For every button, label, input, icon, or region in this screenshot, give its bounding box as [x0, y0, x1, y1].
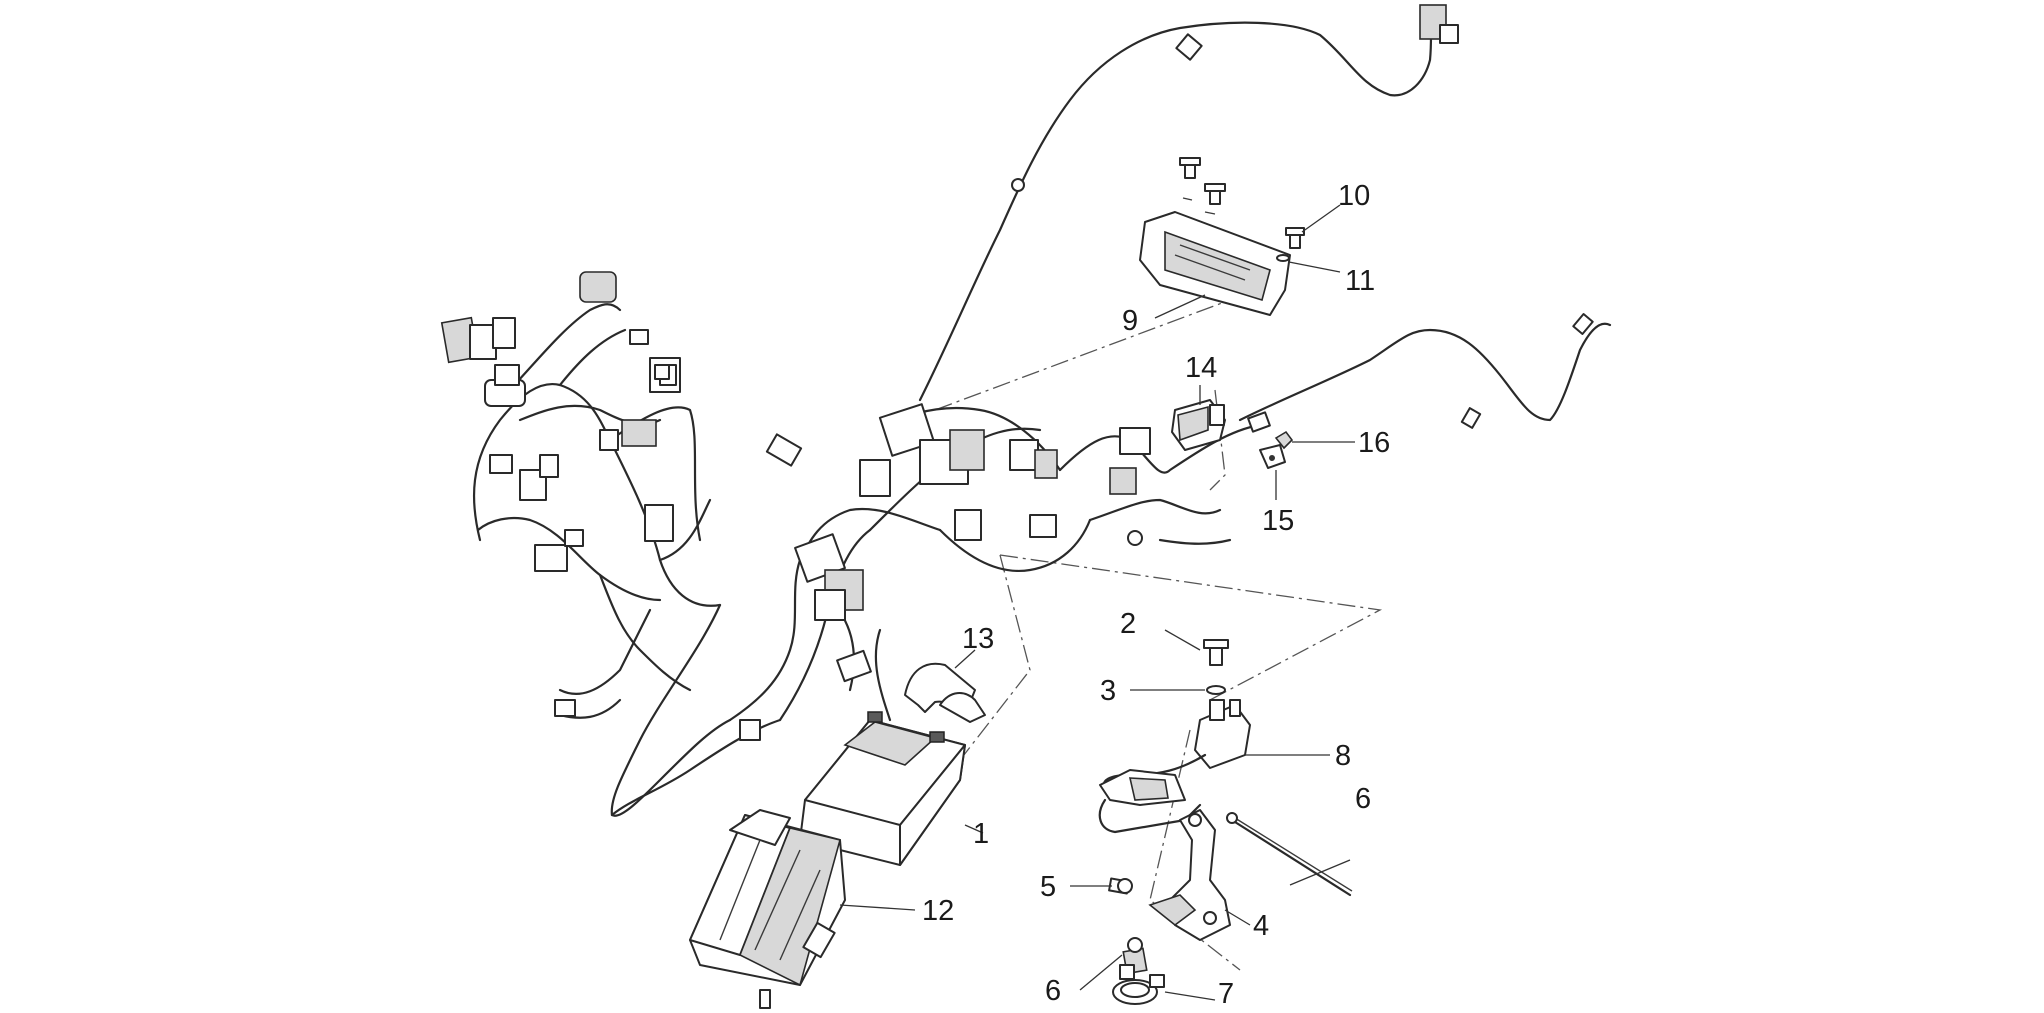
part-15-clip	[1259, 444, 1286, 469]
bolts-part-9	[1179, 157, 1305, 262]
part-8-sensor	[1098, 699, 1251, 834]
callout-9: 9	[1122, 305, 1138, 337]
part-13-clip	[904, 662, 986, 723]
part-16-nut	[1274, 430, 1294, 450]
phantom-lines	[934, 299, 1383, 971]
callout-6-clamp-bolt: 6	[1045, 975, 1061, 1007]
part-6-clamp-bolt	[1119, 937, 1148, 980]
callout-7: 7	[1218, 978, 1234, 1010]
part-4-bracket	[1148, 809, 1231, 941]
callout-14: 14	[1185, 352, 1217, 384]
callout-16: 16	[1358, 427, 1390, 459]
part-9-control-unit	[1139, 211, 1291, 316]
part-5-bolt	[1108, 877, 1133, 895]
part-7-clamp	[1112, 974, 1165, 1005]
callout-2: 2	[1120, 608, 1136, 640]
callout-3: 3	[1100, 675, 1116, 707]
leader-lines	[839, 204, 1355, 1001]
callout-1: 1	[973, 818, 989, 850]
callout-8: 8	[1335, 740, 1351, 772]
main-wiring-harness	[472, 13, 1612, 817]
callout-15: 15	[1262, 505, 1294, 537]
callout-10: 10	[1338, 180, 1370, 212]
part-2-screw	[1203, 639, 1229, 666]
part-6-rod	[1226, 812, 1353, 897]
callout-13: 13	[962, 623, 994, 655]
callout-6-rod: 6	[1355, 783, 1371, 815]
callout-12: 12	[922, 895, 954, 927]
part-1-battery	[799, 711, 966, 866]
part-14-connector	[1171, 399, 1226, 451]
harness-connectors	[440, 4, 1594, 741]
callout-11: 11	[1345, 265, 1375, 297]
callout-4: 4	[1253, 910, 1269, 942]
part-3-washer	[1206, 685, 1226, 695]
part-12-fuse-box	[689, 809, 846, 1009]
callout-5: 5	[1040, 871, 1056, 903]
callout-labels: 1 2 3 4 5 6 6 7 8 9 10 11 12 13 14 15 16	[922, 180, 1390, 1010]
